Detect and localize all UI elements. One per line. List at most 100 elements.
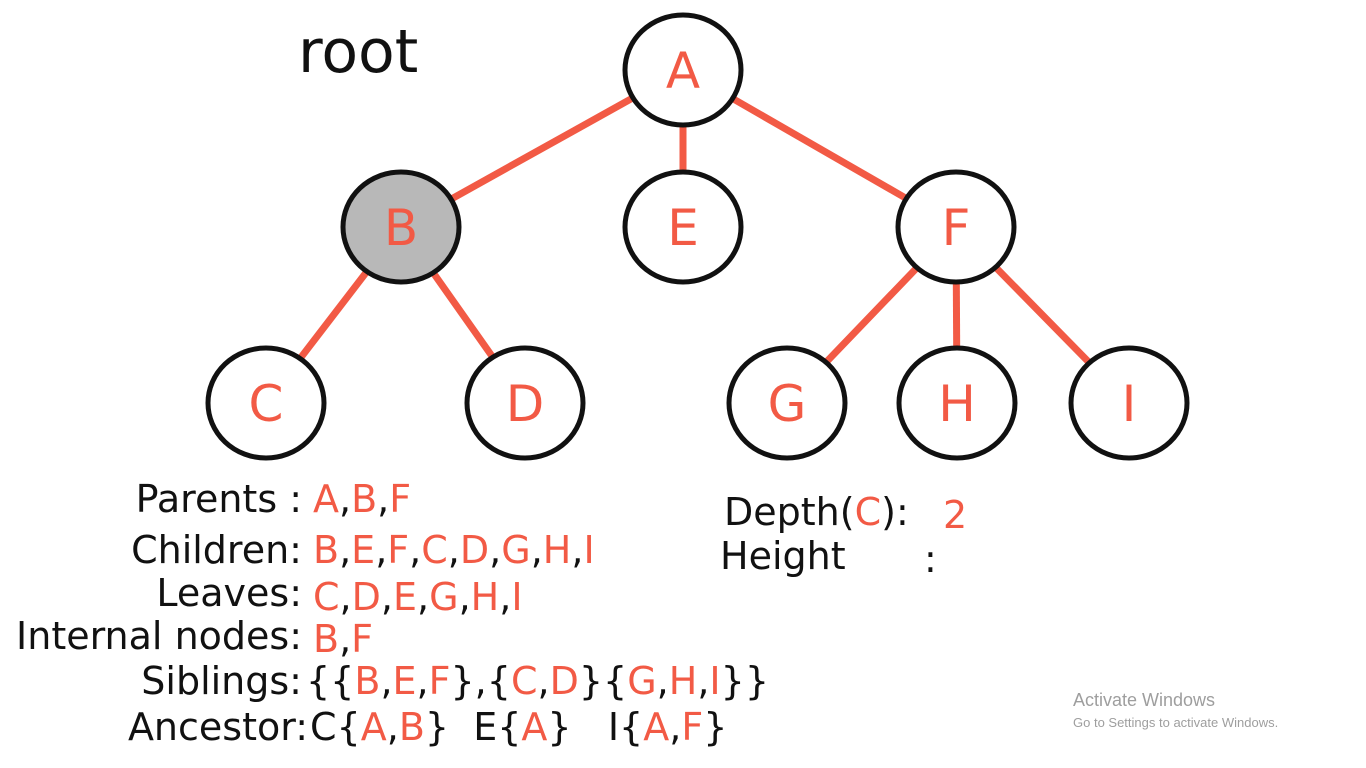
node-token: I bbox=[583, 528, 595, 572]
internal-nodes-row: Internal nodes: bbox=[0, 617, 302, 661]
node-H: H bbox=[896, 345, 1018, 461]
edge-F-I bbox=[993, 264, 1092, 366]
punctuation-token: , bbox=[416, 659, 429, 703]
node-label-D: D bbox=[506, 375, 545, 433]
punctuation-token: , bbox=[339, 477, 352, 521]
node-token: G bbox=[429, 575, 459, 619]
node-token: F bbox=[428, 659, 451, 703]
punctuation-token: , bbox=[386, 705, 399, 749]
punctuation-token: } E{ bbox=[424, 705, 522, 749]
node-token: H bbox=[470, 575, 500, 619]
children-values: B,E,F,C,D,G,H,I bbox=[313, 531, 595, 569]
node-circle-I bbox=[1068, 345, 1190, 461]
parents-values: A,B,F bbox=[313, 480, 411, 518]
node-label-B: B bbox=[384, 199, 418, 257]
punctuation-token: C{ bbox=[310, 705, 361, 749]
edge-B-D bbox=[430, 270, 496, 360]
siblings-values: {{B,E,F},{C,D}{G,H,I}} bbox=[306, 662, 769, 700]
node-token: B bbox=[354, 659, 381, 703]
node-token: B bbox=[398, 705, 425, 749]
node-token: D bbox=[459, 528, 490, 572]
node-B: B bbox=[340, 169, 462, 285]
node-token: F bbox=[389, 477, 412, 521]
node-token: D bbox=[549, 659, 579, 703]
node-token: C bbox=[313, 575, 340, 619]
edge-B-C bbox=[297, 269, 370, 361]
node-G: G bbox=[726, 345, 848, 461]
node-label-I: I bbox=[1122, 375, 1137, 433]
activate-windows-title: Activate Windows bbox=[1073, 690, 1216, 710]
depth-label: Depth(C): bbox=[724, 493, 909, 531]
punctuation-token: , bbox=[417, 575, 430, 619]
root-label: root bbox=[298, 17, 419, 87]
node-E: E bbox=[622, 169, 744, 285]
tree-edges bbox=[297, 94, 1092, 366]
node-token: A bbox=[360, 705, 387, 749]
node-token: G bbox=[501, 528, 531, 572]
node-token: B bbox=[313, 528, 340, 572]
punctuation-token: , bbox=[377, 477, 390, 521]
punctuation-token: , bbox=[339, 617, 352, 661]
node-token: E bbox=[392, 659, 417, 703]
node-circle-G bbox=[726, 345, 848, 461]
node-token: I bbox=[511, 575, 523, 619]
edge-A-F bbox=[730, 95, 909, 202]
punctuation-token: , bbox=[380, 575, 393, 619]
punctuation-token: , bbox=[409, 528, 422, 572]
children-row: Children: bbox=[0, 531, 302, 575]
internal-nodes-label: Internal nodes: bbox=[16, 614, 302, 658]
node-circle-C bbox=[205, 345, 327, 461]
node-F: F bbox=[895, 169, 1017, 285]
edge-A-B bbox=[449, 94, 635, 203]
node-circle-E bbox=[622, 169, 744, 285]
punctuation-token: , bbox=[530, 528, 543, 572]
node-token: E bbox=[393, 575, 418, 619]
punctuation-token: , bbox=[458, 575, 471, 619]
node-label-G: G bbox=[768, 375, 807, 433]
leaves-label: Leaves: bbox=[156, 571, 302, 615]
node-token: D bbox=[351, 575, 381, 619]
punctuation-token: },{ bbox=[450, 659, 511, 703]
punctuation-token: , bbox=[447, 528, 460, 572]
siblings-label: Siblings: bbox=[141, 659, 302, 703]
activate-windows-subtitle: Go to Settings to activate Windows. bbox=[1073, 715, 1279, 730]
node-circle-F bbox=[895, 169, 1017, 285]
punctuation-token: , bbox=[669, 705, 682, 749]
node-I: I bbox=[1068, 345, 1190, 461]
depth-value: 2 bbox=[943, 493, 968, 537]
node-token: F bbox=[681, 705, 704, 749]
depth-label-post: ): bbox=[881, 490, 909, 534]
punctuation-token: , bbox=[489, 528, 502, 572]
node-token: H bbox=[668, 659, 698, 703]
punctuation-token: , bbox=[537, 659, 550, 703]
node-label-C: C bbox=[249, 375, 284, 433]
punctuation-token: , bbox=[656, 659, 669, 703]
node-token: E bbox=[351, 528, 376, 572]
punctuation-token: , bbox=[375, 528, 388, 572]
internal-nodes-values: B,F bbox=[313, 620, 373, 658]
punctuation-token: , bbox=[339, 528, 352, 572]
siblings-row: Siblings: bbox=[0, 662, 302, 706]
leaves-values: C,D,E,G,H,I bbox=[313, 578, 523, 616]
punctuation-token: , bbox=[571, 528, 584, 572]
punctuation-token: , bbox=[697, 659, 710, 703]
depth-label-pre: Depth( bbox=[724, 490, 855, 534]
children-label: Children: bbox=[131, 528, 302, 572]
height-label: Height bbox=[720, 534, 846, 578]
edge-F-G bbox=[823, 265, 920, 365]
node-label-E: E bbox=[667, 199, 699, 257]
height-colon: : bbox=[924, 537, 937, 581]
node-token: A bbox=[643, 705, 670, 749]
node-token: F bbox=[351, 617, 374, 661]
node-token: I bbox=[709, 659, 721, 703]
punctuation-token: } bbox=[703, 705, 728, 749]
node-token: A bbox=[521, 705, 548, 749]
node-circle-H bbox=[896, 345, 1018, 461]
node-D: D bbox=[464, 345, 586, 461]
node-token: B bbox=[351, 477, 378, 521]
node-label-H: H bbox=[938, 375, 976, 433]
parents-label: Parents : bbox=[135, 477, 302, 521]
ancestor-values: C{A,B} E{A} I{A,F} bbox=[310, 708, 727, 746]
